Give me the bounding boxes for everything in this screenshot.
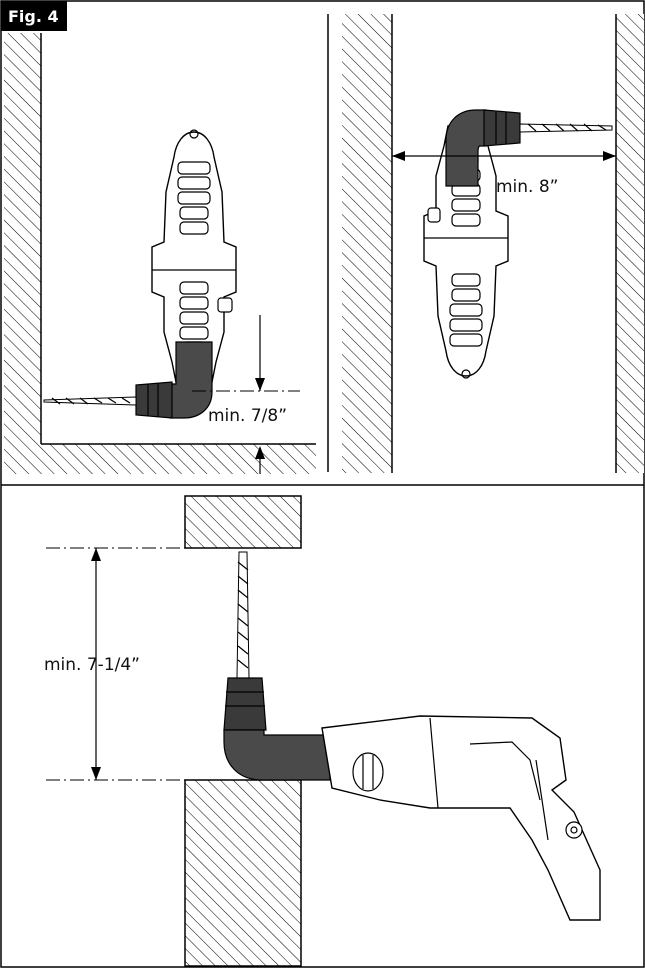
angle-attachment bbox=[169, 341, 213, 419]
clearance-label-bottom: min. 7-1/4” bbox=[44, 655, 140, 675]
figure-label-tag: Fig. 4 bbox=[1, 1, 67, 31]
panel-top-left: min. 7/8” bbox=[4, 33, 316, 474]
angle-attachment bbox=[223, 729, 331, 781]
lower-block bbox=[184, 779, 302, 967]
drill-bit bbox=[43, 396, 137, 406]
chuck bbox=[223, 677, 267, 731]
floor bbox=[4, 444, 316, 474]
chuck bbox=[483, 109, 521, 147]
drill-side-view bbox=[321, 715, 601, 921]
drill-bit bbox=[236, 551, 250, 679]
clearance-label-top-right: min. 8” bbox=[496, 177, 559, 197]
right-wall-right-panel bbox=[616, 14, 644, 473]
chuck bbox=[135, 381, 173, 419]
upper-block bbox=[184, 495, 302, 549]
mode-selector-knob bbox=[352, 752, 384, 792]
left-wall bbox=[4, 33, 41, 473]
figure-label: Fig. 4 bbox=[8, 7, 59, 26]
drill-bit bbox=[519, 123, 613, 133]
panel-top-right: min. 8” bbox=[342, 14, 644, 473]
clearance-label-top-left: min. 7/8” bbox=[208, 406, 287, 426]
left-wall-right-panel bbox=[342, 14, 392, 473]
panel-bottom: min. 7-1/4” bbox=[44, 495, 601, 967]
